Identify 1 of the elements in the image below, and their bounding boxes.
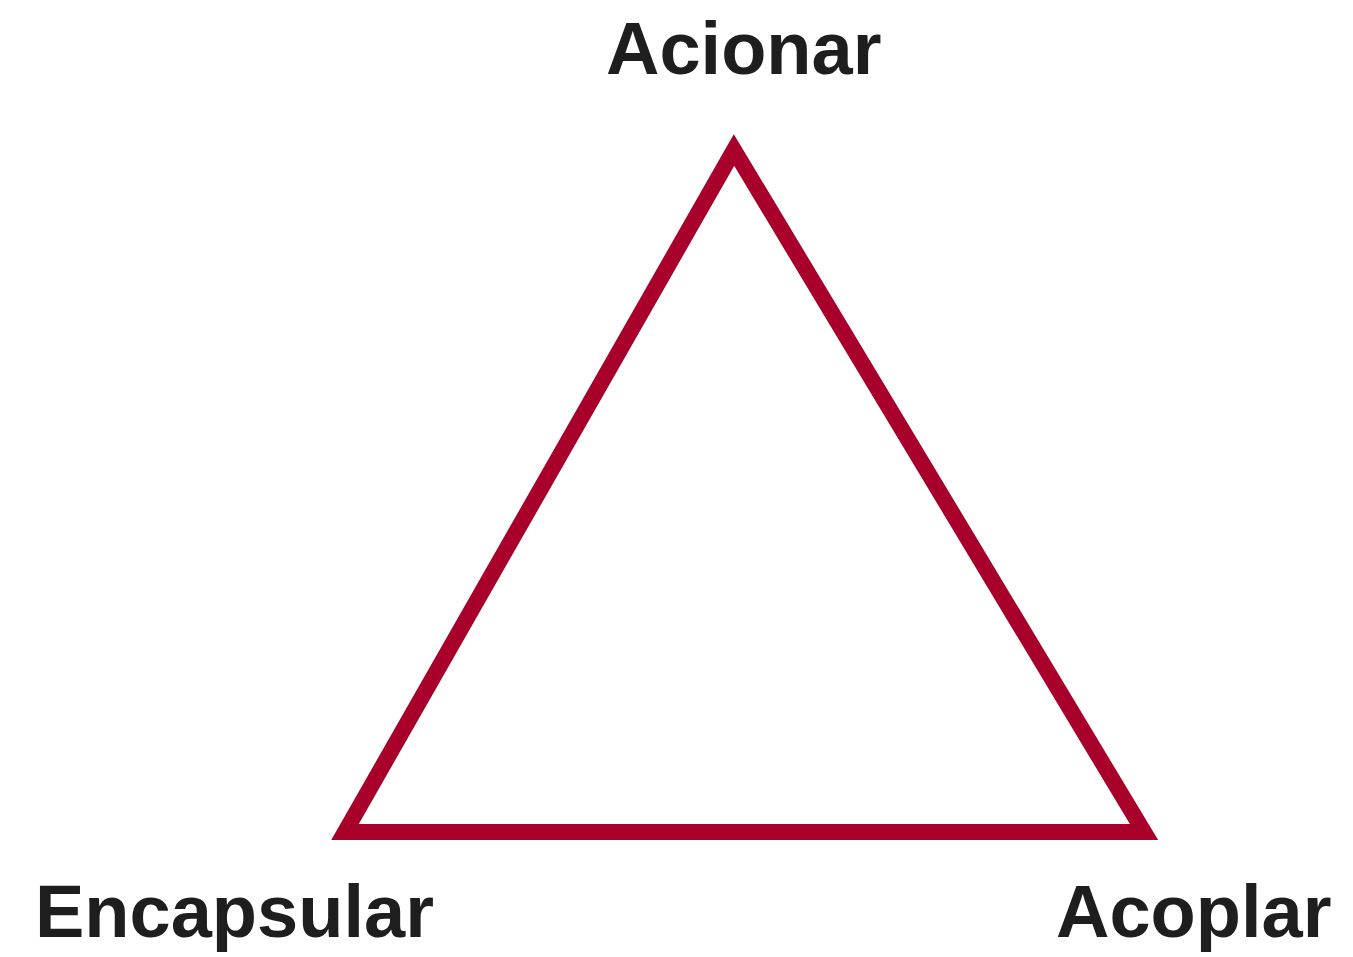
vertex-label: Acionar [606, 12, 882, 86]
